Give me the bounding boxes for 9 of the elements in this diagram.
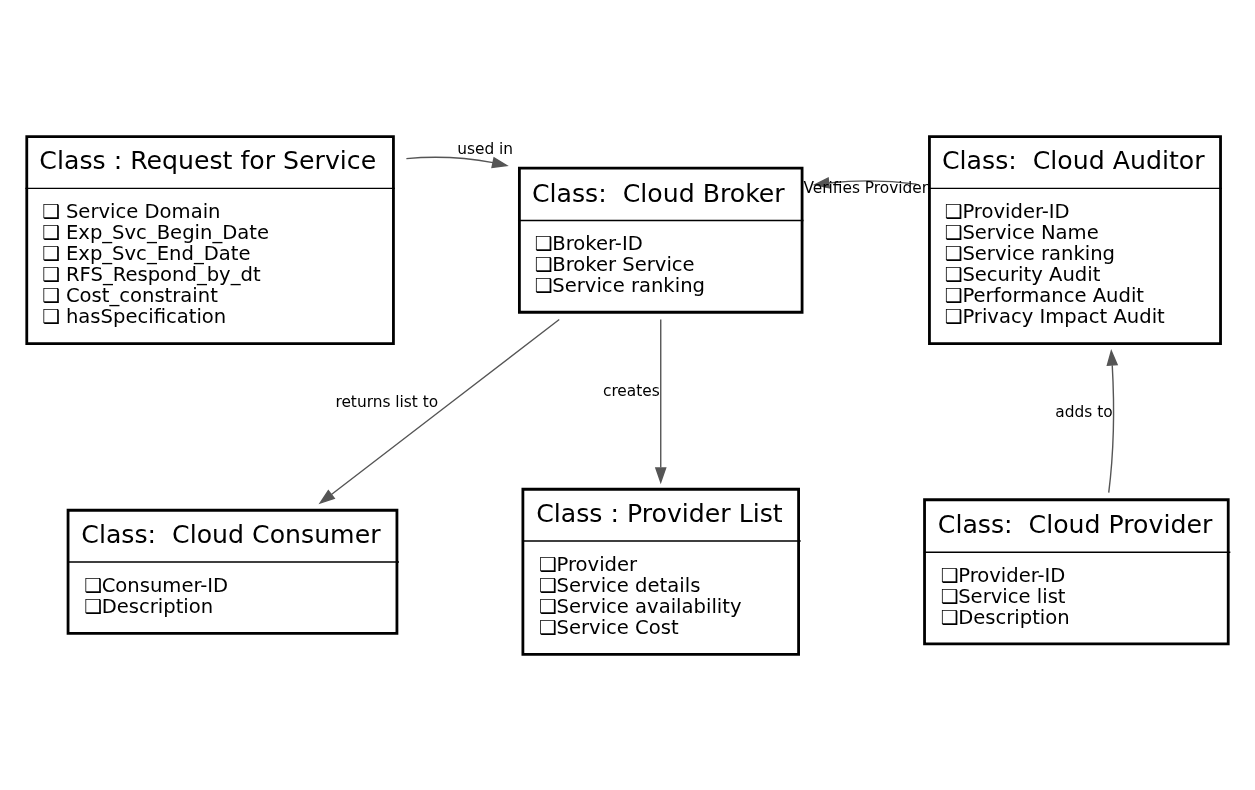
edge-label: returns list to: [335, 392, 439, 411]
edge-label: used in: [457, 139, 514, 158]
arrow: [654, 318, 667, 484]
arrow: [1106, 348, 1119, 493]
edge-label: Verifies Provider: [803, 178, 929, 197]
edge-label: adds to: [1055, 402, 1113, 421]
arrow: [405, 156, 509, 168]
edge-label: creates: [602, 381, 660, 400]
arrow: [318, 318, 560, 504]
